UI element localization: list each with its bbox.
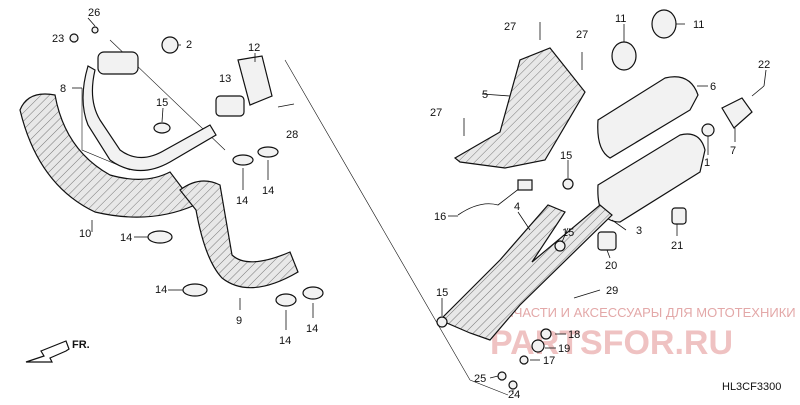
part-16-connector — [517, 179, 533, 191]
part-1-gasket — [701, 123, 715, 137]
label-15-d: 15 — [436, 287, 448, 299]
part-11-band — [651, 9, 677, 39]
label-1: 1 — [704, 157, 710, 169]
label-4: 4 — [514, 201, 520, 213]
part-16-sensor — [457, 187, 521, 216]
part-22-bolt — [751, 85, 765, 97]
label-25: 25 — [474, 373, 486, 385]
label-11-a: 11 — [615, 13, 626, 25]
leader-lines — [72, 17, 767, 394]
label-14-d: 14 — [262, 185, 274, 197]
label-19: 19 — [558, 343, 570, 355]
diagram-code: HL3CF3300 — [722, 381, 781, 393]
part-25-nut — [497, 371, 507, 381]
label-8: 8 — [60, 83, 66, 95]
part-2-gasket — [161, 36, 179, 54]
part-14-clamp — [257, 146, 279, 158]
part-26-washer — [91, 26, 99, 34]
arrow-icon — [25, 340, 70, 363]
part-15-clamp — [436, 316, 448, 328]
part-14-clamp — [147, 230, 173, 244]
label-5: 5 — [482, 89, 488, 101]
label-28: 28 — [286, 129, 298, 141]
part-6-silencer-cover — [597, 76, 699, 159]
label-24: 24 — [508, 389, 520, 400]
part-15-clamp — [554, 240, 566, 252]
label-29: 29 — [606, 285, 618, 297]
part-7-tail-pipe — [721, 97, 753, 129]
label-2: 2 — [186, 39, 192, 51]
part-14-clamp — [302, 286, 324, 300]
part-19-gasket — [531, 339, 545, 353]
label-14-e: 14 — [279, 335, 291, 347]
part-14-clamp — [232, 154, 254, 166]
label-14-a: 14 — [120, 232, 132, 244]
part-18-nut — [540, 328, 552, 340]
label-26: 26 — [88, 7, 100, 19]
front-direction-indicator: FR. — [25, 339, 90, 363]
part-13-joint-ring — [215, 95, 245, 117]
part-11-band — [611, 41, 637, 71]
part-14-clamp — [275, 293, 297, 307]
label-22: 22 — [758, 59, 770, 71]
part-8-exhaust-pipe — [82, 65, 217, 172]
label-12: 12 — [248, 42, 260, 54]
label-14-f: 14 — [306, 323, 318, 335]
part-15-clamp — [153, 122, 171, 134]
part-14-clamp — [182, 283, 208, 297]
label-15-b: 15 — [560, 150, 572, 162]
label-14-c: 14 — [236, 195, 248, 207]
watermark-logo: PARTSFOR.RU — [490, 324, 733, 362]
label-9: 9 — [236, 315, 242, 327]
label-23: 23 — [52, 33, 64, 45]
label-15-c: 15 — [562, 227, 574, 239]
label-6: 6 — [710, 81, 716, 93]
label-11-b: 11 — [693, 19, 704, 31]
label-27-a: 27 — [504, 21, 516, 33]
part-9-exhaust-pipe — [179, 180, 299, 289]
label-20: 20 — [605, 260, 617, 272]
label-10: 10 — [79, 228, 91, 240]
part-29-bolt — [573, 289, 601, 299]
part-15-clamp — [562, 178, 574, 190]
part-12-joint-clamp — [237, 55, 273, 106]
part-28-bolt — [277, 103, 295, 108]
label-16: 16 — [434, 211, 446, 223]
label-13: 13 — [219, 73, 231, 85]
part-4-catalyst-pipe — [438, 204, 613, 341]
label-21: 21 — [671, 240, 683, 252]
part-20-rubber — [597, 231, 617, 251]
part-8-flange — [97, 51, 139, 75]
part-5-exhaust-protector — [453, 47, 586, 169]
direction-label: FR. — [72, 339, 90, 351]
label-27-c: 27 — [430, 107, 442, 119]
watermark-tagline: ЗАПЧАСТИ И АКСЕССУАРЫ ДЛЯ МОТОТЕХНИКИ — [488, 305, 796, 320]
part-10-heat-shield — [19, 93, 196, 218]
label-7: 7 — [730, 145, 736, 157]
label-17: 17 — [543, 355, 555, 367]
part-21-rubber — [671, 207, 687, 225]
label-14-b: 14 — [155, 284, 167, 296]
part-17-nut — [519, 355, 529, 365]
label-18: 18 — [568, 329, 580, 341]
part-23-bolt — [69, 33, 79, 43]
label-27-b: 27 — [576, 29, 588, 41]
label-15-a: 15 — [156, 97, 168, 109]
label-3: 3 — [636, 225, 642, 237]
part-24-washer — [508, 380, 518, 390]
